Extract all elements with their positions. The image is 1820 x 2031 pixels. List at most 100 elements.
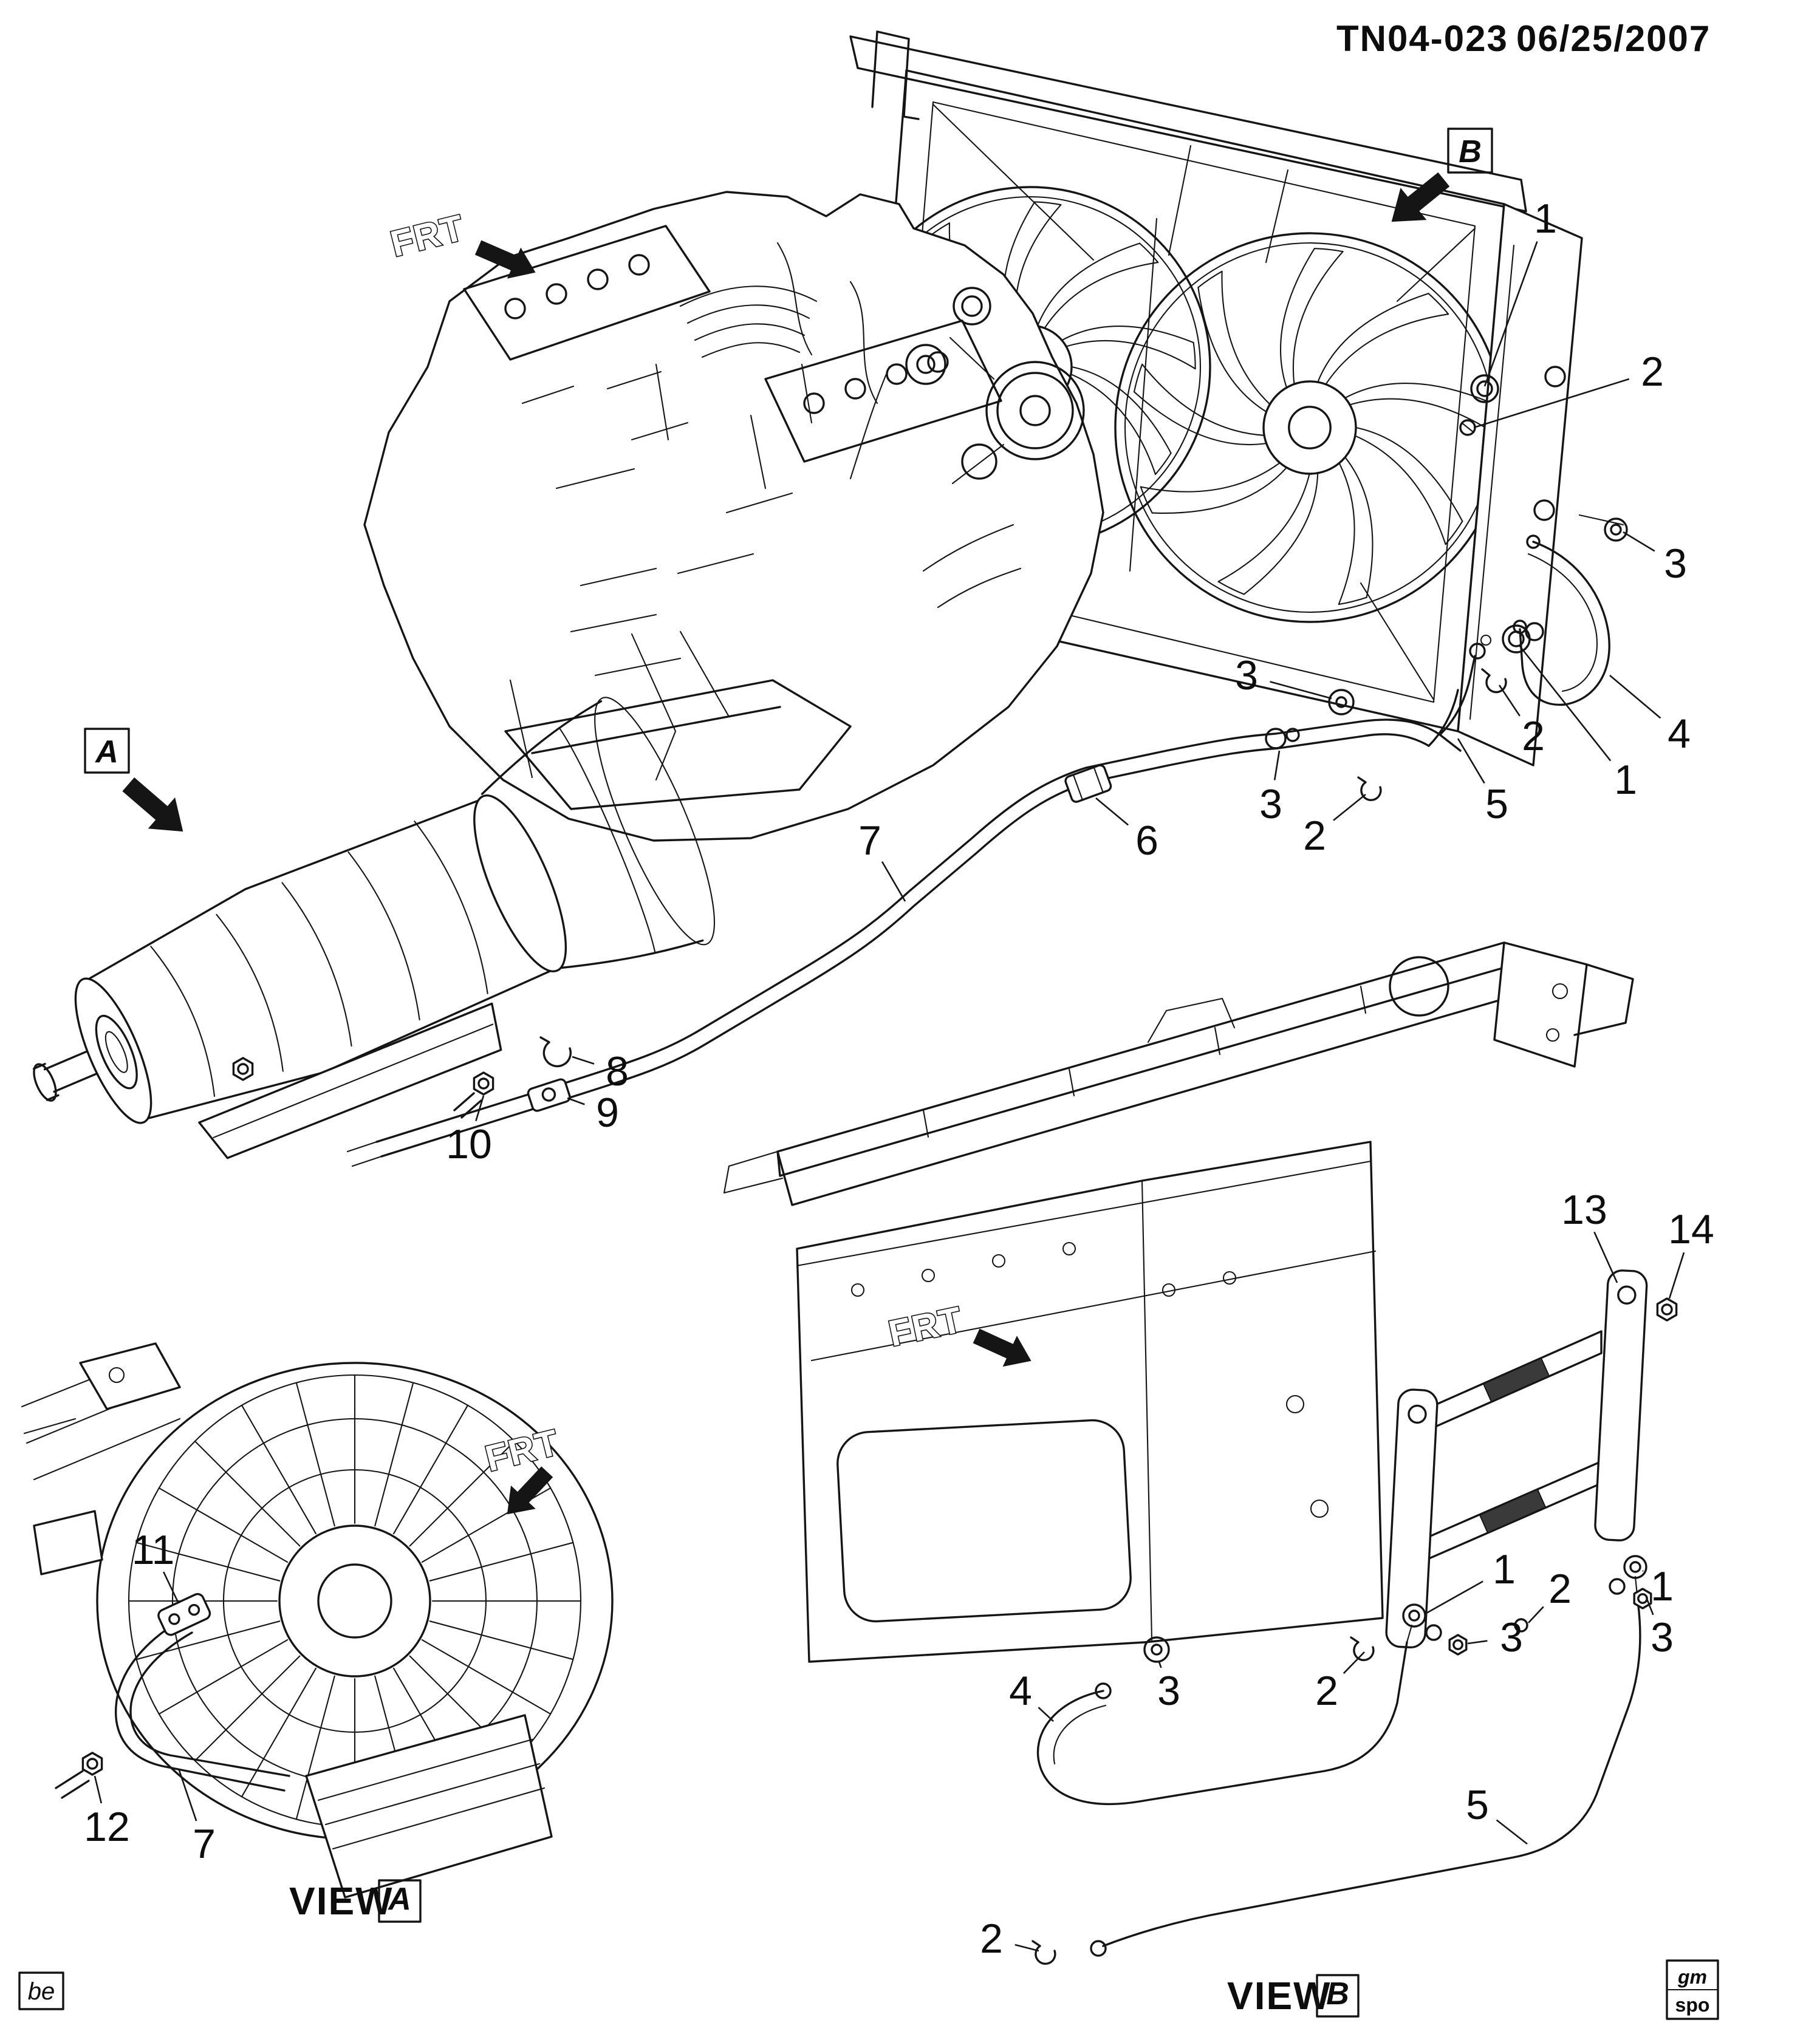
view-a-caption: VIEW A — [289, 1879, 422, 1923]
callout-number: 2 — [1303, 813, 1326, 859]
pipe-7-line-a — [375, 719, 1462, 1143]
view-b-caption: VIEW B — [1227, 1974, 1360, 2018]
fitting-3-union — [1265, 728, 1287, 749]
grommet-3-upper — [1328, 689, 1355, 715]
view-b-letter: B — [1326, 1976, 1349, 2012]
callout-1: 1 — [1642, 1563, 1674, 1609]
callout-number: 2 — [1548, 1566, 1572, 1612]
pipe-7-view-a-line-a — [115, 1617, 286, 1792]
callout-7: 7 — [177, 1768, 216, 1867]
callout-number: 4 — [1009, 1668, 1032, 1714]
bracket-label-band-lower — [1479, 1488, 1547, 1534]
section-marker-b: B — [1391, 128, 1493, 222]
bolt-10-head — [473, 1071, 494, 1096]
callout-number: 14 — [1668, 1206, 1714, 1252]
view-a-pan — [305, 1714, 553, 1899]
callout-number: 3 — [1651, 1614, 1674, 1661]
view-a-letter: A — [387, 1882, 411, 1917]
oil-cooler-pipe-4-upper — [1519, 541, 1610, 706]
callout-number: 5 — [1485, 781, 1508, 827]
callout-number: 2 — [1522, 713, 1545, 759]
trans-plug — [232, 1057, 254, 1081]
callout-number: 1 — [1493, 1546, 1516, 1592]
callout-3: 3 — [1157, 1661, 1180, 1714]
callout-3: 3 — [1623, 531, 1687, 587]
corner-code-box: be — [18, 1971, 64, 2010]
frame-hole — [1389, 956, 1449, 1017]
callout-number: 9 — [596, 1090, 619, 1136]
bracket-strap-right — [1594, 1269, 1648, 1541]
oil-cooler-pipes-upper — [346, 634, 1492, 1167]
callout-5: 5 — [1457, 738, 1508, 827]
callout-number: 13 — [1561, 1187, 1607, 1233]
direction-arrow — [122, 777, 183, 832]
callout-number: 3 — [1500, 1614, 1523, 1661]
bolt-1-lower — [1502, 624, 1531, 654]
engine-illustration — [363, 191, 1104, 842]
radiator-end-tank — [1457, 203, 1583, 766]
callout-12: 12 — [84, 1775, 130, 1850]
callout-number: 1 — [1651, 1563, 1674, 1609]
pipe-4-lower — [1036, 1641, 1408, 1806]
valve-cover-right — [764, 319, 1002, 463]
callout-number: 4 — [1668, 711, 1691, 757]
callout-6: 6 — [1095, 797, 1158, 864]
callout-number: 7 — [858, 818, 881, 864]
callout-5: 5 — [1466, 1782, 1528, 1845]
transmission-pan — [198, 1002, 502, 1159]
connector-6 — [1064, 764, 1112, 803]
callout-number: 11 — [132, 1527, 175, 1573]
callout-number: 3 — [1157, 1668, 1180, 1714]
callout-2: 2 — [1315, 1651, 1365, 1714]
clamp-9 — [527, 1078, 571, 1112]
callout-4: 4 — [1609, 675, 1691, 757]
cooler-mounting-bracket — [1143, 1269, 1648, 1663]
oil-cooler-pipes-lower — [1031, 1600, 1641, 1965]
frt-text: FRT — [386, 207, 468, 265]
bolt-12-shaft — [55, 1770, 90, 1799]
clip-2-lower-run — [1350, 1636, 1375, 1661]
callout-number: 5 — [1466, 1782, 1489, 1828]
drawing-date: 06/25/2007 — [1516, 18, 1711, 59]
nut-3-right — [1633, 1588, 1652, 1609]
callout-number: 3 — [1664, 541, 1687, 587]
callout-number: 8 — [606, 1048, 629, 1094]
gm-spo-logo: gm spo — [1666, 1959, 1719, 2020]
callout-number: 3 — [1235, 652, 1258, 698]
grommet-3-lower — [1143, 1636, 1170, 1663]
bolt-14-head — [1656, 1297, 1678, 1322]
bolt-1-upper — [1470, 374, 1499, 403]
washer-2-center — [1514, 1618, 1528, 1633]
callout-number: 10 — [446, 1121, 492, 1167]
callout-3: 3 — [1467, 1614, 1523, 1661]
callout-number: 2 — [1641, 349, 1664, 395]
callout-3: 3 — [1235, 652, 1332, 700]
clip-2-lower — [1481, 668, 1507, 694]
frt-direction-label: FRT — [386, 206, 536, 279]
valve-cover-left — [463, 225, 711, 361]
grommet-3-tank — [1604, 517, 1628, 542]
clip-2-upper — [1357, 776, 1382, 801]
callout-1: 1 — [1519, 646, 1637, 803]
pipe-5-lower — [1102, 1600, 1641, 1947]
nut-3-left — [1448, 1634, 1468, 1656]
output-shaft — [32, 1050, 98, 1101]
callout-2: 2 — [980, 1916, 1039, 1962]
pipe-5-upper — [1428, 655, 1476, 747]
hex-hardware — [81, 1057, 1678, 1776]
transmission-illustration — [32, 697, 716, 1159]
intake-manifold — [679, 285, 818, 358]
callout-3: 3 — [1645, 1597, 1674, 1661]
panel-cutout — [836, 1419, 1132, 1623]
callout-9: 9 — [567, 1090, 619, 1136]
callout-number: 2 — [1315, 1668, 1338, 1714]
direction-arrow — [474, 240, 536, 279]
oil-pan — [504, 679, 852, 810]
washer-2-left — [1425, 1624, 1442, 1641]
callout-2: 2 — [1498, 684, 1545, 759]
callout-13: 13 — [1561, 1187, 1618, 1283]
clip-8 — [539, 1036, 572, 1068]
logo-gm: gm — [1677, 1966, 1707, 1988]
